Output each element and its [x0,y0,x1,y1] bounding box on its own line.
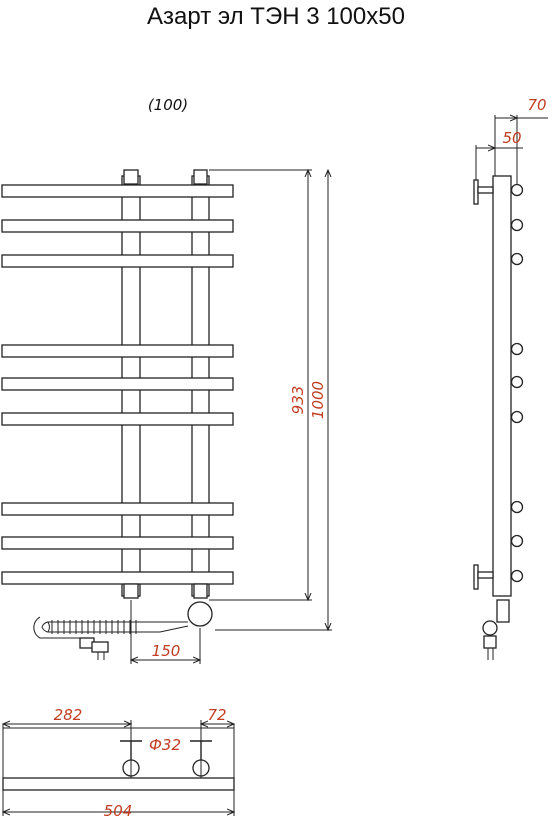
left-bottom-cap [123,583,139,599]
right-top-cap [193,169,208,185]
dim-282-label: 282 [54,706,83,724]
rung-group-top [1,184,234,268]
side-bracket-top [473,179,494,205]
heater-connector [187,601,213,627]
rung [1,536,234,550]
rung-group-bottom [1,502,234,585]
rung [1,219,234,233]
rung [1,344,234,358]
rung-group-middle [1,344,234,426]
rung [1,184,234,198]
dim-d32-label: Ф32 [149,736,181,754]
side-bracket-bottom [473,564,494,590]
side-heater [482,599,510,660]
dimension-side: 70 50 [475,96,548,184]
side-collector [492,175,512,597]
rung [1,254,234,268]
top-fitting-left [120,740,142,778]
dim-70-label: 70 [527,96,546,114]
rung [1,502,234,516]
dim-933-label: 933 [289,386,307,415]
top-view-body [2,777,235,791]
dimension-150: 150 [131,600,200,664]
rung [1,571,234,585]
heater-coil [33,616,189,639]
page-title: Азарт эл ТЭН 3 100х50 [147,3,405,30]
dim-72-label: 72 [207,706,226,724]
dim-50-label: 50 [502,129,521,147]
side-rung-ends [510,183,524,583]
power-plug [79,637,109,660]
top-fitting-right [190,740,212,778]
dim-150-label: 150 [152,642,181,660]
front-view: 933 1000 150 (100) [1,96,332,664]
note-100: (100) [148,96,188,114]
left-top-cap [123,169,139,185]
dim-1000-label: 1000 [309,381,327,419]
rung [1,412,234,426]
right-bottom-cap [193,583,208,599]
rung [1,377,234,391]
dimension-height: 933 1000 [209,170,332,630]
dim-504-label: 504 [104,802,133,820]
top-view: 282 72 Ф32 504 [3,706,234,820]
side-view: 70 50 [473,96,548,660]
